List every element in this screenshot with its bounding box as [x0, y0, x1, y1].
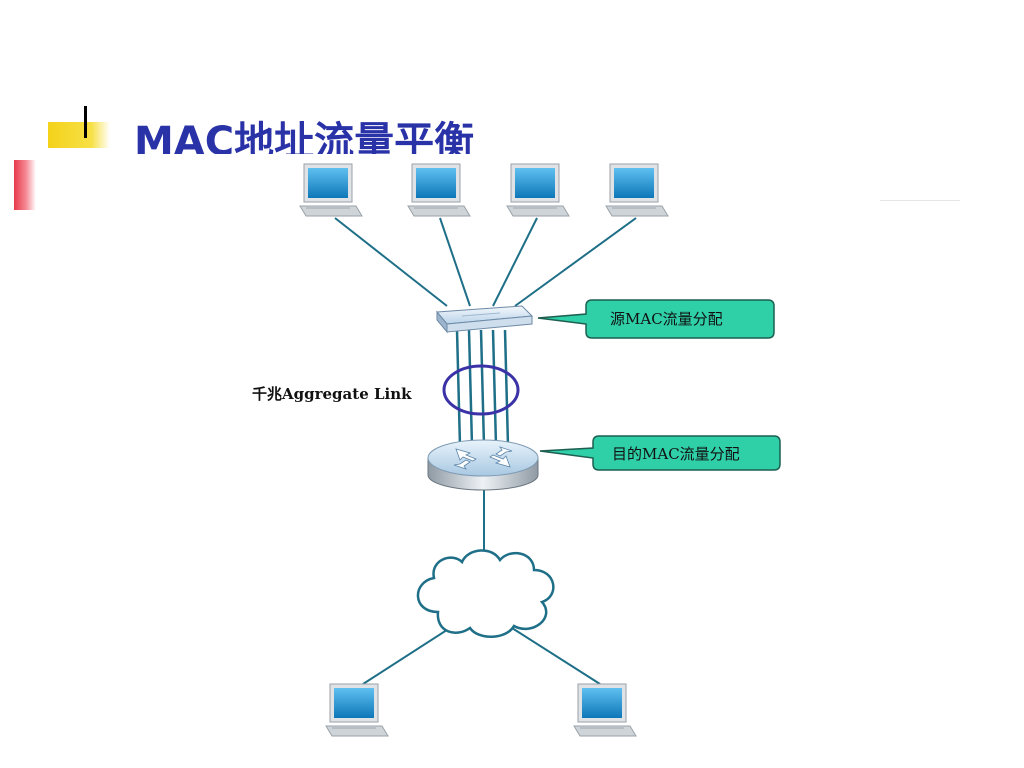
title-bullet-marker	[48, 122, 110, 148]
cloud-icon	[416, 549, 555, 638]
callout-router	[539, 435, 781, 471]
link-cloud-pc6	[511, 627, 601, 685]
link-pc3-switch	[492, 217, 538, 307]
computer-icon	[325, 683, 389, 737]
callout-switch-text: 源MAC流量分配	[610, 310, 723, 328]
link-pc2-switch	[439, 217, 471, 307]
upper-links	[334, 217, 637, 307]
callout-router-text: 目的MAC流量分配	[612, 445, 740, 463]
link-pc4-switch	[514, 217, 637, 307]
decorative-line	[880, 200, 960, 201]
title-bullet-line	[84, 106, 87, 138]
router-icon	[427, 439, 539, 491]
computer-icon	[605, 163, 669, 217]
link-pc1-switch	[334, 217, 448, 307]
side-accent-bar	[14, 160, 36, 210]
aggregate-ellipse	[442, 364, 520, 416]
page-title: MAC地址流量平衡	[134, 119, 475, 154]
callout-switch	[537, 299, 775, 339]
computer-icon	[573, 683, 637, 737]
link-cloud-pc5	[362, 627, 451, 685]
computer-icon	[299, 163, 363, 217]
switch-icon	[435, 305, 534, 334]
aggregate-link-label: 千兆Aggregate Link	[252, 385, 412, 403]
computer-icon	[407, 163, 471, 217]
aggregate-links	[455, 329, 510, 447]
computer-icon	[506, 163, 570, 217]
